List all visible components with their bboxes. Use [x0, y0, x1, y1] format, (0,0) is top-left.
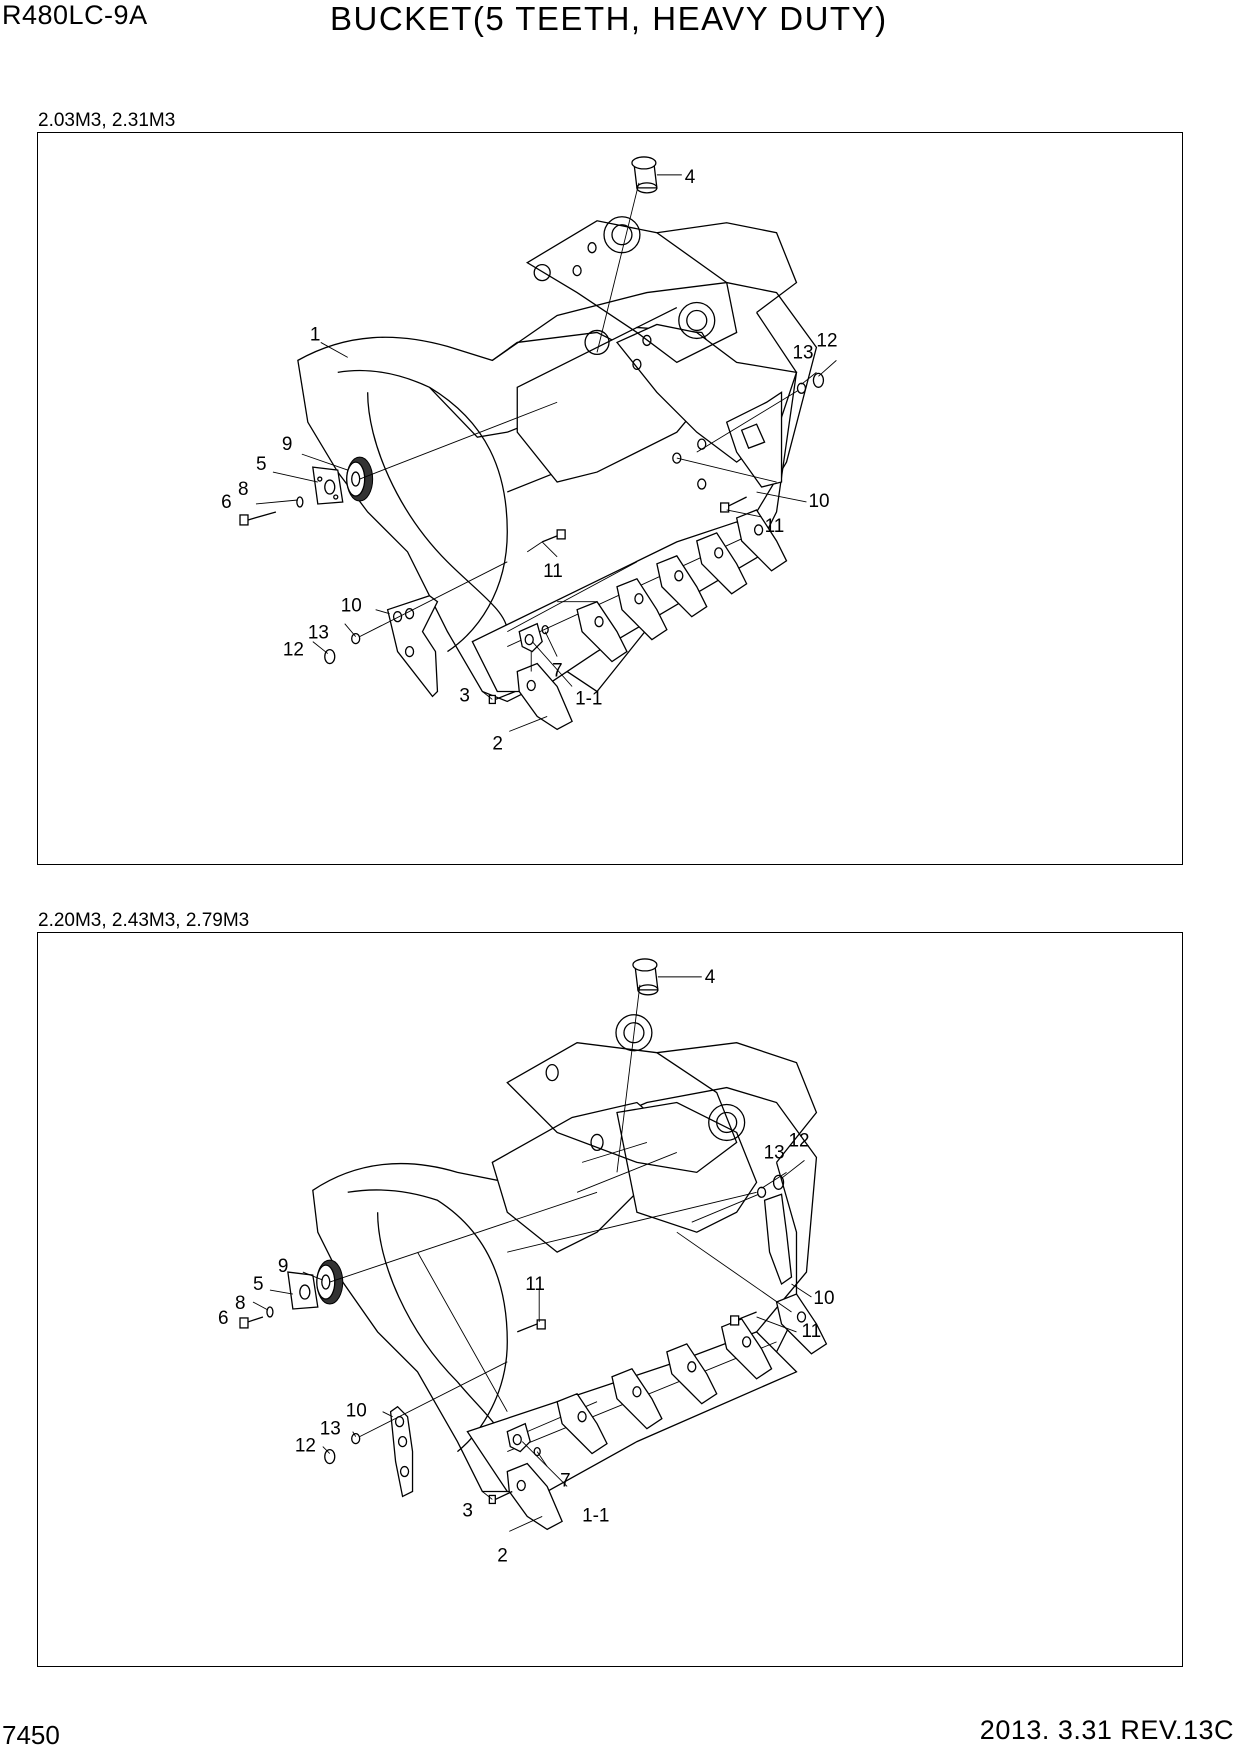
- bolt-6: [239, 1316, 264, 1329]
- pin-4: [616, 958, 702, 1173]
- callout-12-left: 12: [283, 640, 304, 661]
- capacity-label-2: 2.20M3, 2.43M3, 2.79M3: [38, 910, 250, 931]
- leader-lines: [252, 1160, 812, 1532]
- callout-7: 7: [552, 661, 563, 682]
- callout-4: 4: [705, 967, 716, 988]
- bucket-teeth: [576, 509, 788, 663]
- bolt-6: [239, 511, 277, 526]
- tooth-exploded: [488, 1422, 563, 1531]
- callout-6: 6: [218, 1308, 229, 1329]
- washer-8: [266, 1306, 274, 1318]
- callout-9: 9: [282, 434, 293, 455]
- callout-1-1: 1-1: [582, 1505, 609, 1526]
- leader-lines: [255, 342, 837, 732]
- page-number: 7450: [2, 1720, 60, 1750]
- callout-3: 3: [459, 685, 470, 706]
- callout-1-1: 1-1: [575, 688, 602, 709]
- callout-11-right: 11: [765, 516, 785, 537]
- revision-date: 2013. 3.31 REV.13C: [979, 1715, 1234, 1745]
- callout-12: 12: [816, 330, 837, 351]
- capacity-label-1: 2.03M3, 2.31M3: [38, 110, 176, 131]
- side-cutter-10-left: [324, 1361, 508, 1498]
- diagram-panel-2: 4 13 12 9 5 8 6 11 10 11 10 13 12 7 3 1-…: [37, 932, 1183, 1667]
- callout-6: 6: [221, 492, 232, 513]
- bolt-11: [526, 496, 747, 553]
- page-title: BUCKET(5 TEETH, HEAVY DUTY): [330, 0, 888, 37]
- hub-5: [312, 466, 344, 505]
- callout-5: 5: [256, 454, 267, 475]
- bucket-body: [297, 216, 818, 703]
- callout-12: 12: [789, 1130, 810, 1151]
- callout-2: 2: [492, 733, 503, 754]
- callout-11-right: 11: [801, 1321, 821, 1342]
- callout-8: 8: [235, 1293, 246, 1314]
- callout-10-right: 10: [808, 491, 829, 512]
- side-cutter-10-right: [672, 372, 825, 490]
- callout-9: 9: [278, 1256, 289, 1277]
- pin-4: [596, 156, 682, 353]
- callout-12-left: 12: [295, 1436, 316, 1457]
- callout-13: 13: [764, 1142, 785, 1163]
- callout-11-center: 11: [543, 561, 563, 582]
- side-cutter-10-right: [676, 1174, 793, 1313]
- callout-7: 7: [560, 1470, 571, 1491]
- model-name: R480LC-9A: [2, 0, 148, 30]
- callout-13-left: 13: [320, 1419, 341, 1440]
- callout-13: 13: [793, 342, 814, 363]
- hub-5: [287, 1271, 319, 1310]
- callout-10-right: 10: [813, 1288, 834, 1309]
- callout-10-left: 10: [341, 596, 362, 617]
- callout-1: 1: [310, 324, 321, 345]
- diagram-panel-1: 1 4 13 12 9 5 8 6 10 11 11 10 13 12 7 3 …: [37, 132, 1183, 865]
- washer-8: [296, 496, 304, 508]
- bolt-11: [517, 1311, 757, 1333]
- callout-13-left: 13: [308, 623, 329, 644]
- callout-3: 3: [462, 1500, 473, 1521]
- callout-2: 2: [497, 1545, 508, 1566]
- bucket-drawing-1: 1 4 13 12 9 5 8 6 10 11 11 10 13 12 7 3 …: [221, 156, 838, 754]
- callout-11-center: 11: [525, 1274, 545, 1295]
- callout-5: 5: [253, 1274, 264, 1295]
- bucket-teeth: [556, 1293, 828, 1455]
- callout-8: 8: [238, 479, 249, 500]
- callout-4: 4: [685, 167, 696, 188]
- bucket-drawing-2: 4 13 12 9 5 8 6 11 10 11 10 13 12 7 3 1-…: [218, 958, 835, 1566]
- callout-10-left: 10: [346, 1401, 367, 1422]
- side-cutter-10-left: [324, 561, 508, 698]
